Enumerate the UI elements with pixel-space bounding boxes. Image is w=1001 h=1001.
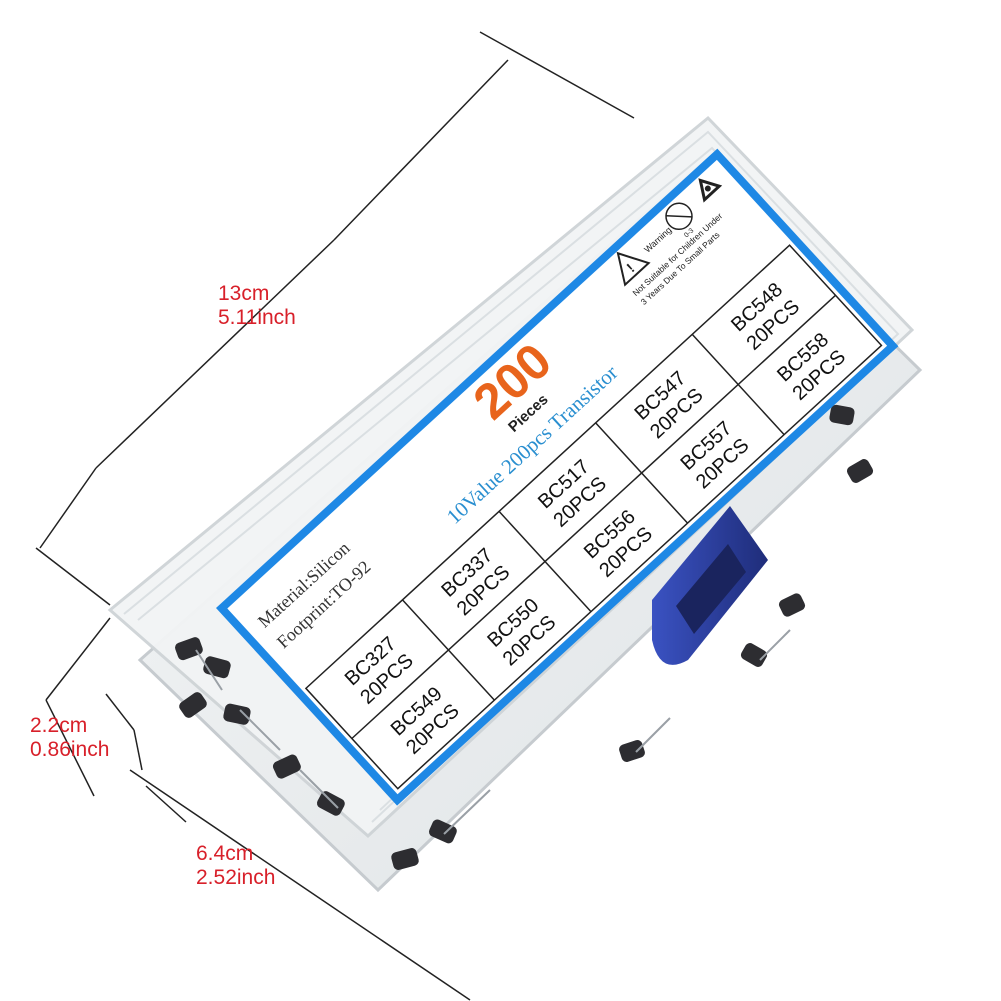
width-metric: 6.4cm	[196, 842, 254, 865]
transistor-pile	[175, 404, 874, 870]
transistor-box: Material:Silicon Footprint:TO-92 200 Pie…	[107, 115, 923, 893]
product-label: Material:Silicon Footprint:TO-92 200 Pie…	[216, 148, 899, 806]
recycle-icon	[698, 178, 723, 203]
length-metric: 13cm	[218, 282, 270, 305]
length-imperial: 5.11inch	[218, 306, 296, 329]
length-dimension: 13cm 5.11inch	[218, 282, 296, 330]
transistor-legs	[195, 629, 791, 835]
height-metric: 2.2cm	[30, 714, 88, 737]
part-grid	[304, 244, 883, 790]
height-dimension: 2.2cm 0.86inch	[30, 714, 109, 762]
width-imperial: 2.52inch	[196, 866, 276, 889]
latch	[652, 506, 768, 665]
warning-triangle-icon	[616, 251, 651, 287]
age-restriction-icon	[665, 202, 693, 231]
width-dimension: 6.4cm 2.52inch	[196, 842, 275, 890]
height-imperial: 0.86inch	[30, 738, 110, 761]
dimension-lines	[35, 31, 635, 1001]
